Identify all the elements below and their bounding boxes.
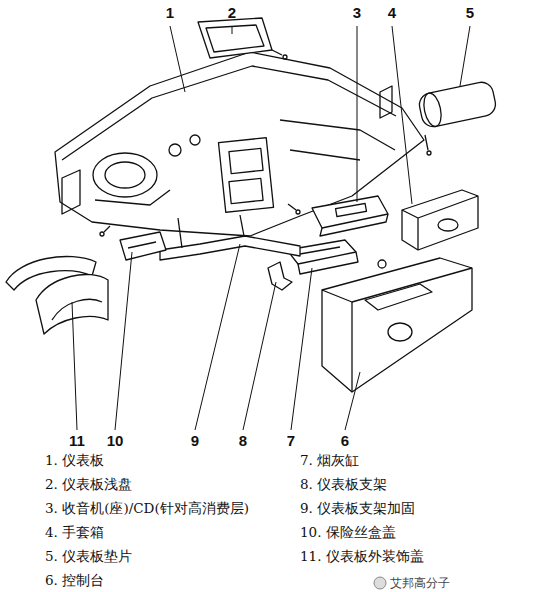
- legend-item: 8. 仪表板支架: [300, 476, 387, 494]
- callout-number: 8: [239, 432, 247, 449]
- callout-number: 10: [107, 432, 124, 449]
- legend-item: 6. 控制台: [45, 572, 104, 590]
- callout-number: 4: [388, 4, 396, 21]
- watermark: 艾邦高分子: [390, 575, 450, 592]
- callout-number: 5: [466, 4, 474, 21]
- callout-number: 2: [228, 4, 236, 21]
- legend-item: 11. 仪表板外装饰盖: [300, 548, 424, 566]
- legend-item: 10. 保险丝盒盖: [300, 524, 396, 542]
- callout-number: 3: [353, 4, 361, 21]
- legend-item: 3. 收音机(座)/CD(针对高消费层): [45, 500, 249, 518]
- legend-item: 4. 手套箱: [45, 524, 104, 542]
- legend-item: 2. 仪表板浅盘: [45, 476, 132, 494]
- callout-number: 6: [341, 432, 349, 449]
- callout-number: 9: [191, 432, 199, 449]
- callout-number: 7: [287, 432, 295, 449]
- legend-item: 1. 仪表板: [45, 452, 104, 470]
- legend-item: 9. 仪表板支架加固: [300, 500, 415, 518]
- callout-number: 11: [69, 432, 85, 449]
- callout-number: 1: [166, 4, 174, 21]
- legend-item: 7. 烟灰缸: [300, 452, 359, 470]
- legend-item: 5. 仪表板垫片: [45, 548, 132, 566]
